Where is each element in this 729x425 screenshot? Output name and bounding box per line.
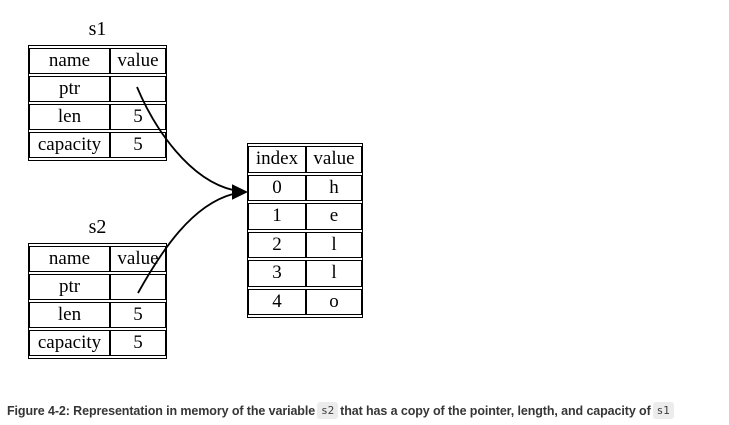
- heap-index-1: 1: [248, 203, 306, 230]
- s2-capacity-value: 5: [110, 330, 166, 356]
- caption-middle: that has a copy of the pointer, length, …: [340, 404, 651, 418]
- s1-title: s1: [88, 18, 107, 40]
- heap-index-0: 0: [248, 174, 306, 201]
- heap-index-2: 2: [248, 231, 306, 258]
- s2-capacity-label: capacity: [29, 330, 110, 356]
- s2-ptr-label: ptr: [29, 274, 110, 300]
- s2-row-capacity: capacity 5: [29, 330, 166, 356]
- heap-row-0: 0 h: [248, 174, 362, 201]
- heap-header-value: value: [306, 146, 362, 173]
- heap-value-2: l: [306, 231, 362, 258]
- heap-table: index value 0 h 1 e 2 l 3 l: [247, 143, 363, 318]
- heap-index-4: 4: [248, 288, 306, 315]
- s1-header-name: name: [29, 48, 110, 74]
- s2-group: s2 name value ptr len 5 capacity 5: [28, 212, 167, 364]
- heap-value-4: o: [306, 288, 362, 315]
- s1-header-row: name value: [29, 48, 166, 74]
- figure-caption: Figure 4-2: Representation in memory of …: [7, 401, 727, 422]
- s1-len-value: 5: [110, 104, 166, 130]
- s2-row-ptr: ptr: [29, 274, 166, 300]
- s1-header-value: value: [110, 48, 166, 74]
- s1-row-ptr: ptr: [29, 76, 166, 102]
- s2-ptr-value: [110, 274, 166, 300]
- s1-len-label: len: [29, 104, 110, 130]
- inline-code-s2: s2: [317, 402, 339, 419]
- s1-capacity-label: capacity: [29, 132, 110, 158]
- s2-title: s2: [88, 216, 107, 238]
- heap-value-3: l: [306, 260, 362, 287]
- heap-value-1: e: [306, 203, 362, 230]
- s2-header-name: name: [29, 246, 110, 272]
- s2-header-value: value: [110, 246, 166, 272]
- heap-row-1: 1 e: [248, 203, 362, 230]
- s2-len-label: len: [29, 302, 110, 328]
- heap-header-index: index: [248, 146, 306, 173]
- s1-table: name value ptr len 5 capacity 5: [28, 45, 167, 161]
- heap-row-4: 4 o: [248, 288, 362, 315]
- s1-row-capacity: capacity 5: [29, 132, 166, 158]
- heap-row-2: 2 l: [248, 231, 362, 258]
- s1-group: s1 name value ptr len 5 capacity 5: [28, 14, 167, 166]
- s2-table: name value ptr len 5 capacity 5: [28, 243, 167, 359]
- s1-capacity-value: 5: [110, 132, 166, 158]
- caption-prefix: Figure 4-2: Representation in memory of …: [7, 404, 316, 418]
- heap-value-0: h: [306, 174, 362, 201]
- heap-group: index value 0 h 1 e 2 l 3 l: [247, 143, 363, 323]
- s2-len-value: 5: [110, 302, 166, 328]
- s2-header-row: name value: [29, 246, 166, 272]
- s1-ptr-label: ptr: [29, 76, 110, 102]
- s2-row-len: len 5: [29, 302, 166, 328]
- heap-index-3: 3: [248, 260, 306, 287]
- s1-row-len: len 5: [29, 104, 166, 130]
- heap-row-3: 3 l: [248, 260, 362, 287]
- pointer-arrowhead: [232, 184, 248, 200]
- s1-ptr-value: [110, 76, 166, 102]
- heap-header-row: index value: [248, 146, 362, 173]
- inline-code-s1: s1: [652, 402, 674, 419]
